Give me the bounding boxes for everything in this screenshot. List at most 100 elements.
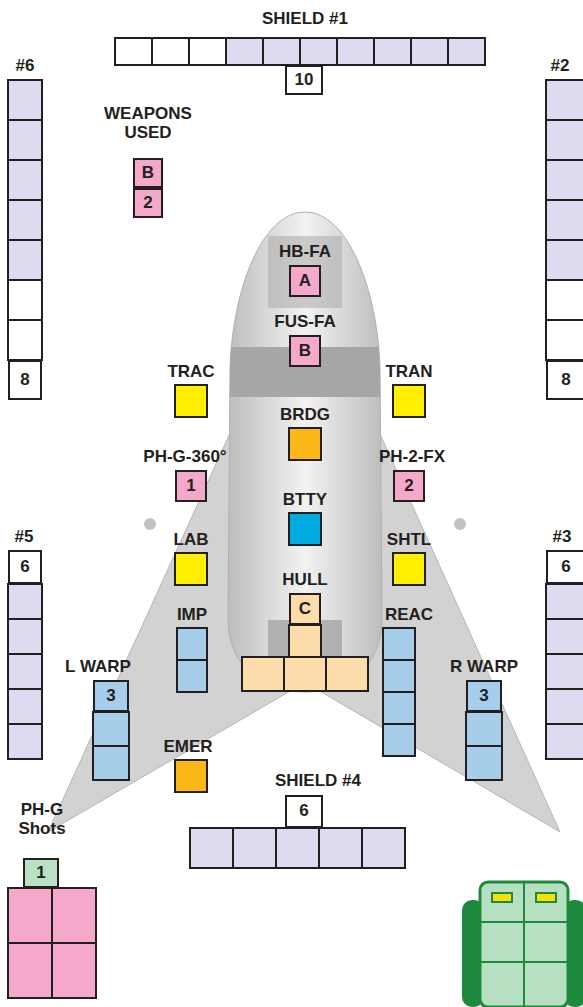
system-label: #5: [4, 526, 44, 548]
shield-cell: [8, 160, 42, 200]
shield-cell: [546, 200, 583, 240]
system-node: IMP: [167, 604, 217, 626]
system-node: PH-G Shots1: [9, 797, 75, 888]
value-box: 2: [393, 470, 425, 502]
value-box: 6: [8, 550, 42, 584]
shield-cell: [546, 654, 583, 689]
value-box: 3: [93, 680, 129, 712]
system-box: [289, 428, 321, 460]
system-node: HULLC: [273, 569, 337, 625]
system-label: PH-2-FX: [362, 446, 462, 468]
value-box: 2: [133, 188, 163, 218]
system-node: BTTY: [270, 489, 340, 511]
shield-cell: [189, 38, 226, 65]
shield-cell: [546, 280, 583, 320]
hull-cell: [326, 657, 368, 691]
value-box: 3: [466, 680, 502, 712]
system-box: [175, 760, 207, 792]
hull-cell: [289, 625, 321, 657]
shield-cell: [152, 38, 189, 65]
warp-cell: [93, 712, 129, 746]
shield-cell: [546, 619, 583, 654]
value-box: C: [289, 593, 321, 625]
shield-cell: [8, 584, 42, 619]
shield-cell: [8, 120, 42, 160]
shot-cell: [8, 943, 52, 998]
system-node: EMER: [156, 736, 220, 758]
robot-eye: [536, 893, 556, 902]
system-node: REAC: [379, 604, 439, 626]
shield-cell: [546, 240, 583, 280]
system-label: R WARP: [441, 656, 527, 678]
shield-cell: [263, 38, 300, 65]
hull-cell: [284, 657, 326, 691]
reactor-cell: [383, 628, 415, 660]
system-node: PH-2-FX2: [362, 446, 462, 502]
shield-cell: [8, 654, 42, 689]
system-node: TRAC: [156, 361, 226, 383]
system-node: #28: [540, 55, 583, 400]
system-box: [175, 385, 207, 417]
wings: [48, 372, 560, 832]
shield-cell: [8, 240, 42, 280]
system-node: R WARP3: [441, 656, 527, 712]
system-label: HULL: [273, 569, 337, 591]
system-label: L WARP: [57, 656, 139, 678]
reactor-cell: [383, 724, 415, 756]
system-node: SHTL: [377, 529, 441, 551]
shield-cell: [374, 38, 411, 65]
shield-cell: [411, 38, 448, 65]
shield-cell: [226, 38, 263, 65]
wing-pod: [454, 518, 466, 530]
shot-cell: [52, 943, 96, 998]
robot-seam: [523, 882, 525, 1007]
system-label: TRAN: [374, 361, 444, 383]
system-node: WEAPONS USEDB2: [96, 100, 200, 218]
system-node: TRAN: [374, 361, 444, 383]
shield-cell: [546, 120, 583, 160]
system-label: BTTY: [270, 489, 340, 511]
system-node: HB-FAA: [265, 241, 345, 297]
system-label: SHTL: [377, 529, 441, 551]
shield-cell: [300, 38, 337, 65]
system-label: PH-G Shots: [9, 797, 75, 843]
system-node: #36: [542, 526, 583, 584]
system-label: PH-G-360°: [129, 446, 241, 468]
shield-cell: [276, 828, 319, 868]
value-box: B: [289, 335, 321, 367]
value-box: 8: [546, 360, 583, 400]
system-node: SHIELD #46: [266, 770, 370, 828]
system-label: SHIELD #1: [245, 8, 365, 30]
fuselage: [228, 212, 382, 692]
shield-cell: [337, 38, 374, 65]
robot-seam: [480, 961, 568, 963]
shield-cell: [546, 80, 583, 120]
shield-cell: [190, 828, 233, 868]
system-node: #56: [4, 526, 44, 584]
shield-cell: [8, 724, 42, 759]
system-label: #3: [542, 526, 582, 548]
shield-cell: [233, 828, 276, 868]
shot-cell: [52, 888, 96, 943]
robot-body: [480, 882, 568, 1007]
system-label: BRDG: [270, 404, 340, 426]
system-box: [393, 553, 425, 585]
wing-pod: [144, 518, 156, 530]
impulse-cell: [177, 628, 207, 660]
value-box: B: [133, 158, 163, 188]
robot-seam: [480, 921, 568, 923]
ship-body: [220, 212, 390, 700]
system-node: #68: [5, 55, 45, 400]
warp-cell: [466, 712, 502, 746]
reactor-cell: [383, 660, 415, 692]
shield-cell: [546, 689, 583, 724]
shield-cell: [546, 320, 583, 360]
value-box: 10: [285, 65, 323, 95]
system-node: PH-G-360°1: [129, 446, 241, 502]
warp-cell: [466, 746, 502, 780]
system-label: EMER: [156, 736, 220, 758]
value-box: 6: [285, 795, 323, 828]
shield-cell: [115, 38, 152, 65]
robot-icon: [462, 882, 583, 1007]
